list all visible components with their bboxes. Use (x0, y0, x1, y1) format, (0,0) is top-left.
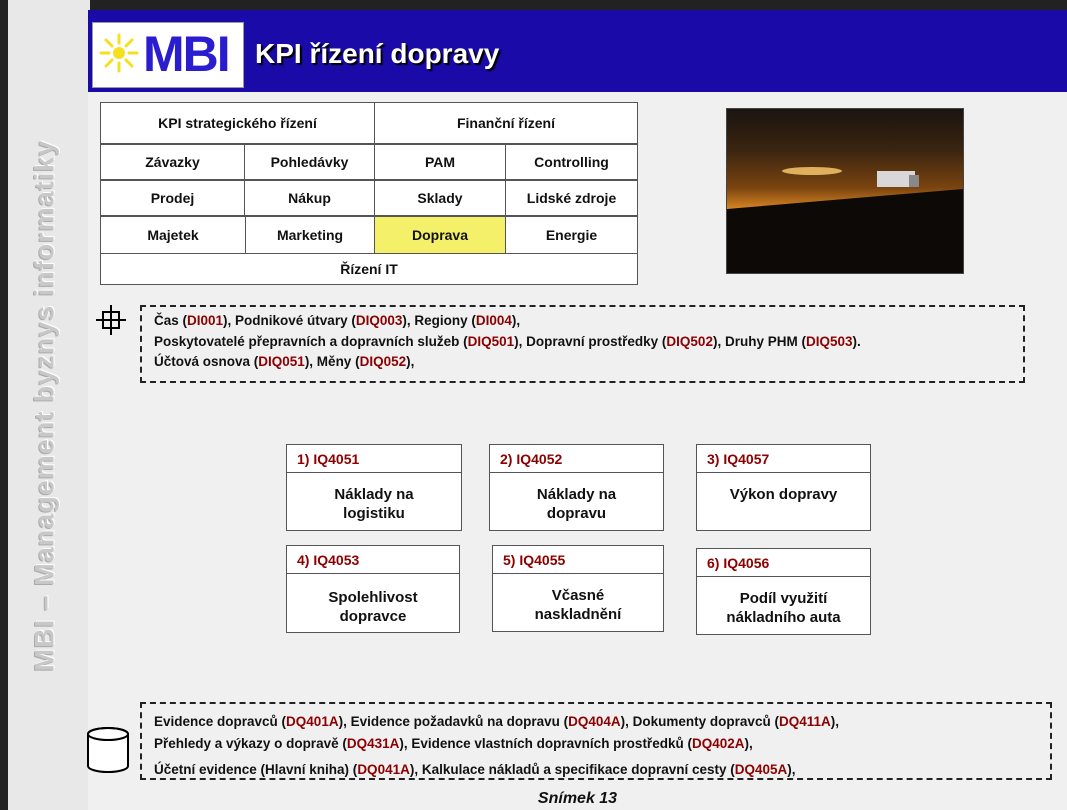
kpi-name: Včasné naskladnění (534, 587, 622, 623)
kpi-box: 3) IQ4057 Výkon dopravy (696, 444, 871, 531)
grid-cell: Lidské zdroje (505, 180, 638, 216)
header-bar (88, 10, 1067, 92)
grid-cell: Controlling (505, 144, 638, 180)
kpi-box: 5) IQ4055 Včasné naskladnění (492, 545, 664, 632)
kpi-code: 4) IQ4053 (287, 546, 459, 574)
kpi-code: 5) IQ4055 (493, 546, 663, 574)
kpi-name: Náklady na logistiku (334, 486, 414, 522)
kpi-box: 2) IQ4052 Náklady na dopravu (489, 444, 664, 531)
page-title: KPI řízení dopravy (255, 38, 500, 69)
grid-cell: Nákup (244, 180, 375, 216)
mbi-logo: MBI (92, 22, 244, 88)
grid-financial: Finanční řízení (374, 102, 638, 144)
sources-box: Evidence dopravců (DQ401A), Evidence pož… (140, 702, 1052, 780)
grid-cell: Sklady (374, 180, 506, 216)
dimensions-line-2: Poskytovatelé přepravních a dopravních s… (154, 334, 861, 349)
footer: Snímek 13 (88, 780, 1067, 810)
sidebar-title: MBI – Management byznys informatiky (29, 139, 60, 672)
slide-number: Snímek 13 (537, 790, 618, 807)
kpi-code: 1) IQ4051 (287, 445, 461, 473)
kpi-name: Podíl využití nákladního auta (726, 590, 841, 626)
top-border (0, 0, 1067, 10)
kpi-code: 3) IQ4057 (697, 445, 870, 473)
kpi-code: 6) IQ4056 (697, 549, 870, 577)
truck-silhouette (727, 167, 963, 273)
sun-icon (99, 33, 139, 73)
grid-cell: Energie (505, 216, 638, 254)
grid-strategic: KPI strategického řízení (100, 102, 375, 144)
sources-line-1: Evidence dopravců (DQ401A), Evidence pož… (154, 714, 839, 729)
grid-cell: PAM (374, 144, 506, 180)
kpi-box: 4) IQ4053 Spolehlivost dopravce (286, 545, 460, 633)
dimensions-line-3: Účtová osnova (DIQ051), Měny (DIQ052), (154, 354, 415, 369)
kpi-box: 6) IQ4056 Podíl využití nákladního auta (696, 548, 871, 635)
kpi-box: 1) IQ4051 Náklady na logistiku (286, 444, 462, 531)
database-icon (87, 727, 129, 773)
logo-text: MBI (143, 26, 231, 82)
crosshair-icon (96, 305, 126, 335)
kpi-name: Výkon dopravy (729, 486, 838, 503)
sources-line-2: Přehledy a výkazy o dopravě (DQ431A), Ev… (154, 736, 753, 751)
dimensions-box: Čas (DI001), Podnikové útvary (DIQ003), … (140, 305, 1025, 383)
grid-cell: Pohledávky (244, 144, 375, 180)
grid-cell: Prodej (100, 180, 245, 216)
grid-it: Řízení IT (100, 253, 638, 285)
kpi-name: Spolehlivost dopravce (328, 589, 418, 625)
kpi-code: 2) IQ4052 (490, 445, 663, 473)
grid-cell-highlighted: Doprava (374, 216, 506, 254)
sunset-truck-photo (726, 108, 964, 274)
grid-cell: Marketing (245, 216, 375, 254)
sources-line-3: Účetní evidence (Hlavní kniha) (DQ041A),… (154, 762, 796, 777)
grid-cell: Majetek (100, 216, 246, 254)
kpi-name: Náklady na dopravu (536, 486, 617, 522)
left-sidebar (0, 0, 90, 810)
grid-cell: Závazky (100, 144, 245, 180)
dimensions-line-1: Čas (DI001), Podnikové útvary (DIQ003), … (154, 313, 521, 328)
